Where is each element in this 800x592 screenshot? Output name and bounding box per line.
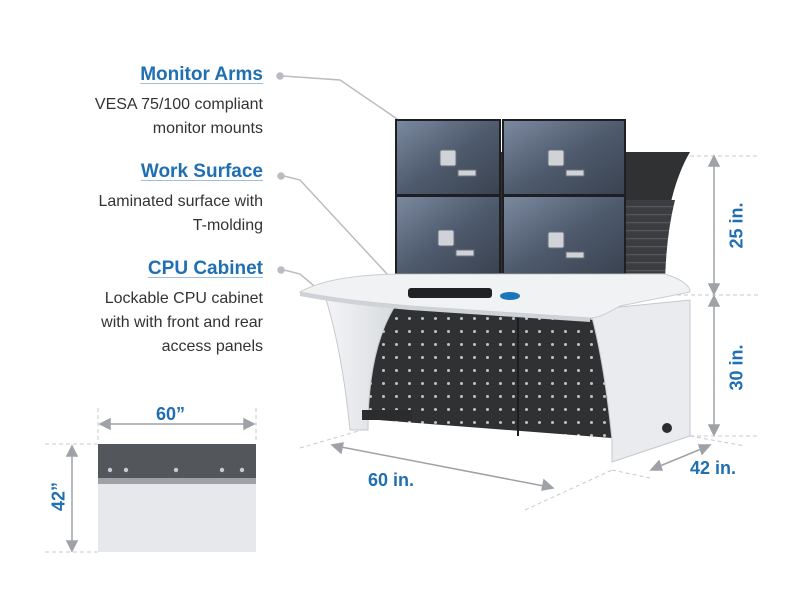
- feature-desc-cpu-cabinet-line3: access panels: [161, 338, 263, 355]
- left-leg-panel: [324, 295, 404, 431]
- work-surface-top: [298, 273, 691, 319]
- feature-desc-monitor-arms-line2: monitor mounts: [152, 120, 263, 137]
- hutch-slat-panel: [625, 200, 675, 292]
- leader-work-surface: [283, 175, 401, 289]
- dim-label-desk-height: 30 in.: [726, 344, 747, 391]
- feature-desc-cpu-cabinet-line2: with with front and rear: [101, 314, 263, 331]
- dim-label-width: 60 in.: [368, 470, 415, 490]
- feature-desc-work-surface-line2: T-molding: [192, 217, 263, 234]
- feature-title-work-surface: Work Surface: [140, 161, 263, 182]
- keyboard: [408, 288, 492, 298]
- top-view-inset: [98, 444, 256, 552]
- dimension-guides: [45, 155, 760, 553]
- base-rail: [362, 410, 412, 420]
- dimension-arrows: [65, 154, 721, 553]
- arrow-depth: [654, 446, 707, 469]
- leader-dot-cpu-cabinet: [277, 266, 285, 274]
- feature-desc-monitor-arms-line1: VESA 75/100 compliant: [94, 96, 263, 113]
- dim-label-top-view-depth: 42”: [48, 481, 69, 512]
- feature-desc-work-surface-line1: Laminated surface with: [98, 193, 263, 210]
- dim-label-monitor-height: 25 in.: [726, 202, 747, 249]
- top-view-hutch: [98, 444, 256, 478]
- monitor-array: [395, 119, 626, 275]
- arrow-width: [335, 445, 550, 488]
- feature-desc-cpu-cabinet-line1: Lockable CPU cabinet: [104, 290, 263, 307]
- dim-label-top-view-width: 60”: [156, 404, 186, 424]
- dim-label-depth: 42 in.: [690, 458, 737, 478]
- right-cabinet-panel: [589, 299, 691, 463]
- leader-dot-monitor-arms: [276, 72, 284, 80]
- cable-grommet: [662, 423, 672, 433]
- leader-dot-work-surface: [277, 172, 285, 180]
- cpu-cabinet-pegboard: [352, 300, 612, 438]
- monitor-mount-brackets: [437, 149, 585, 259]
- feature-title-monitor-arms: Monitor Arms: [140, 64, 263, 85]
- monitor-top-right: [502, 119, 626, 196]
- work-surface-edge: [300, 292, 590, 322]
- console-illustration: [298, 119, 691, 463]
- mouse: [500, 292, 520, 300]
- feature-title-cpu-cabinet: CPU Cabinet: [147, 258, 263, 279]
